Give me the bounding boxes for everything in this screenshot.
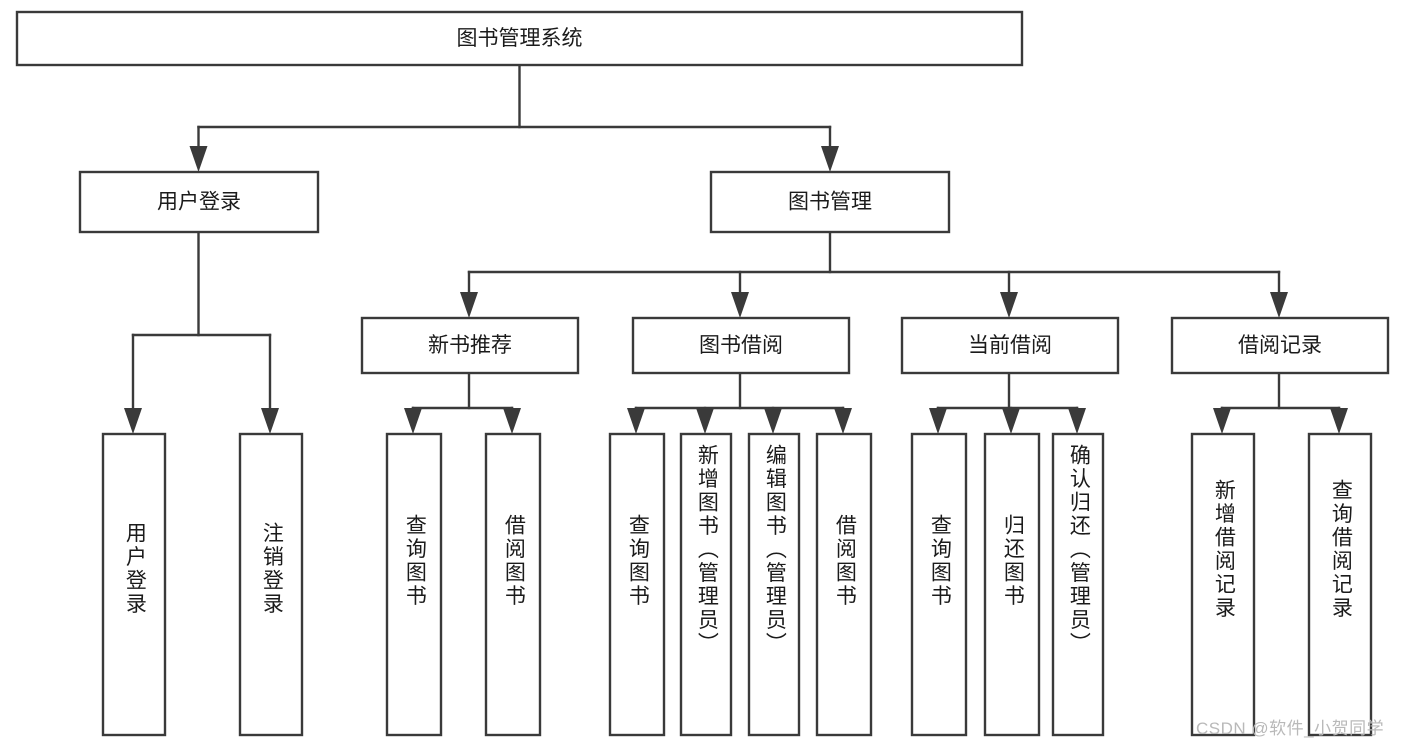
arrowhead-icon: [1213, 408, 1231, 434]
arrowhead-icon: [1068, 408, 1086, 434]
node-new-book-recommend-box[interactable]: [360, 316, 580, 375]
node-book-manage-label: 图书管理: [788, 191, 872, 214]
node-leaf-borrow-book-1-box[interactable]: [484, 432, 542, 737]
arrowhead-icon: [696, 408, 714, 434]
node-book-manage-box[interactable]: [709, 170, 951, 234]
node-leaf-add-book-box[interactable]: [679, 432, 733, 737]
node-borrow-record-label: 借阅记录: [1238, 334, 1322, 357]
arrowhead-icon: [929, 408, 947, 434]
arrowhead-icon: [503, 408, 521, 434]
arrowhead-icon: [1000, 292, 1018, 318]
arrowhead-icon: [834, 408, 852, 434]
arrowhead-icon: [764, 408, 782, 434]
arrowhead-layer: [124, 146, 1348, 434]
node-book-borrow-box[interactable]: [631, 316, 851, 375]
root-node-root-label: 图书管理系统: [457, 27, 583, 50]
node-leaf-query-book-1-box[interactable]: [385, 432, 443, 737]
arrowhead-icon: [124, 408, 142, 434]
node-user-login-box[interactable]: [78, 170, 320, 234]
node-leaf-confirm-return-box[interactable]: [1051, 432, 1105, 737]
arrowhead-icon: [821, 146, 839, 172]
node-leaf-query-record-box[interactable]: [1307, 432, 1373, 737]
arrowhead-icon: [460, 292, 478, 318]
arrowhead-icon: [261, 408, 279, 434]
node-leaf-query-book-3-box[interactable]: [910, 432, 968, 737]
arrowhead-icon: [404, 408, 422, 434]
node-new-book-recommend-label: 新书推荐: [428, 334, 512, 357]
arrowhead-icon: [1330, 408, 1348, 434]
node-leaf-query-book-2-box[interactable]: [608, 432, 666, 737]
node-leaf-user-login-box[interactable]: [101, 432, 167, 737]
node-user-login-label: 用户登录: [157, 191, 241, 214]
arrowhead-icon: [1270, 292, 1288, 318]
node-leaf-add-record-box[interactable]: [1190, 432, 1256, 737]
node-book-borrow-label: 图书借阅: [699, 334, 783, 357]
arrowhead-icon: [1002, 408, 1020, 434]
arrowhead-icon: [189, 146, 208, 172]
node-leaf-borrow-book-2-box[interactable]: [815, 432, 873, 737]
node-leaf-return-book-box[interactable]: [983, 432, 1041, 737]
arrowhead-icon: [627, 408, 645, 434]
node-leaf-user-logout-box[interactable]: [238, 432, 304, 737]
node-borrow-record-box[interactable]: [1170, 316, 1390, 375]
arrowhead-icon: [731, 292, 749, 318]
node-current-borrow-label: 当前借阅: [968, 334, 1052, 357]
node-leaf-edit-book-box[interactable]: [747, 432, 801, 737]
node-current-borrow-box[interactable]: [900, 316, 1120, 375]
root-node-root-box[interactable]: [15, 10, 1024, 67]
